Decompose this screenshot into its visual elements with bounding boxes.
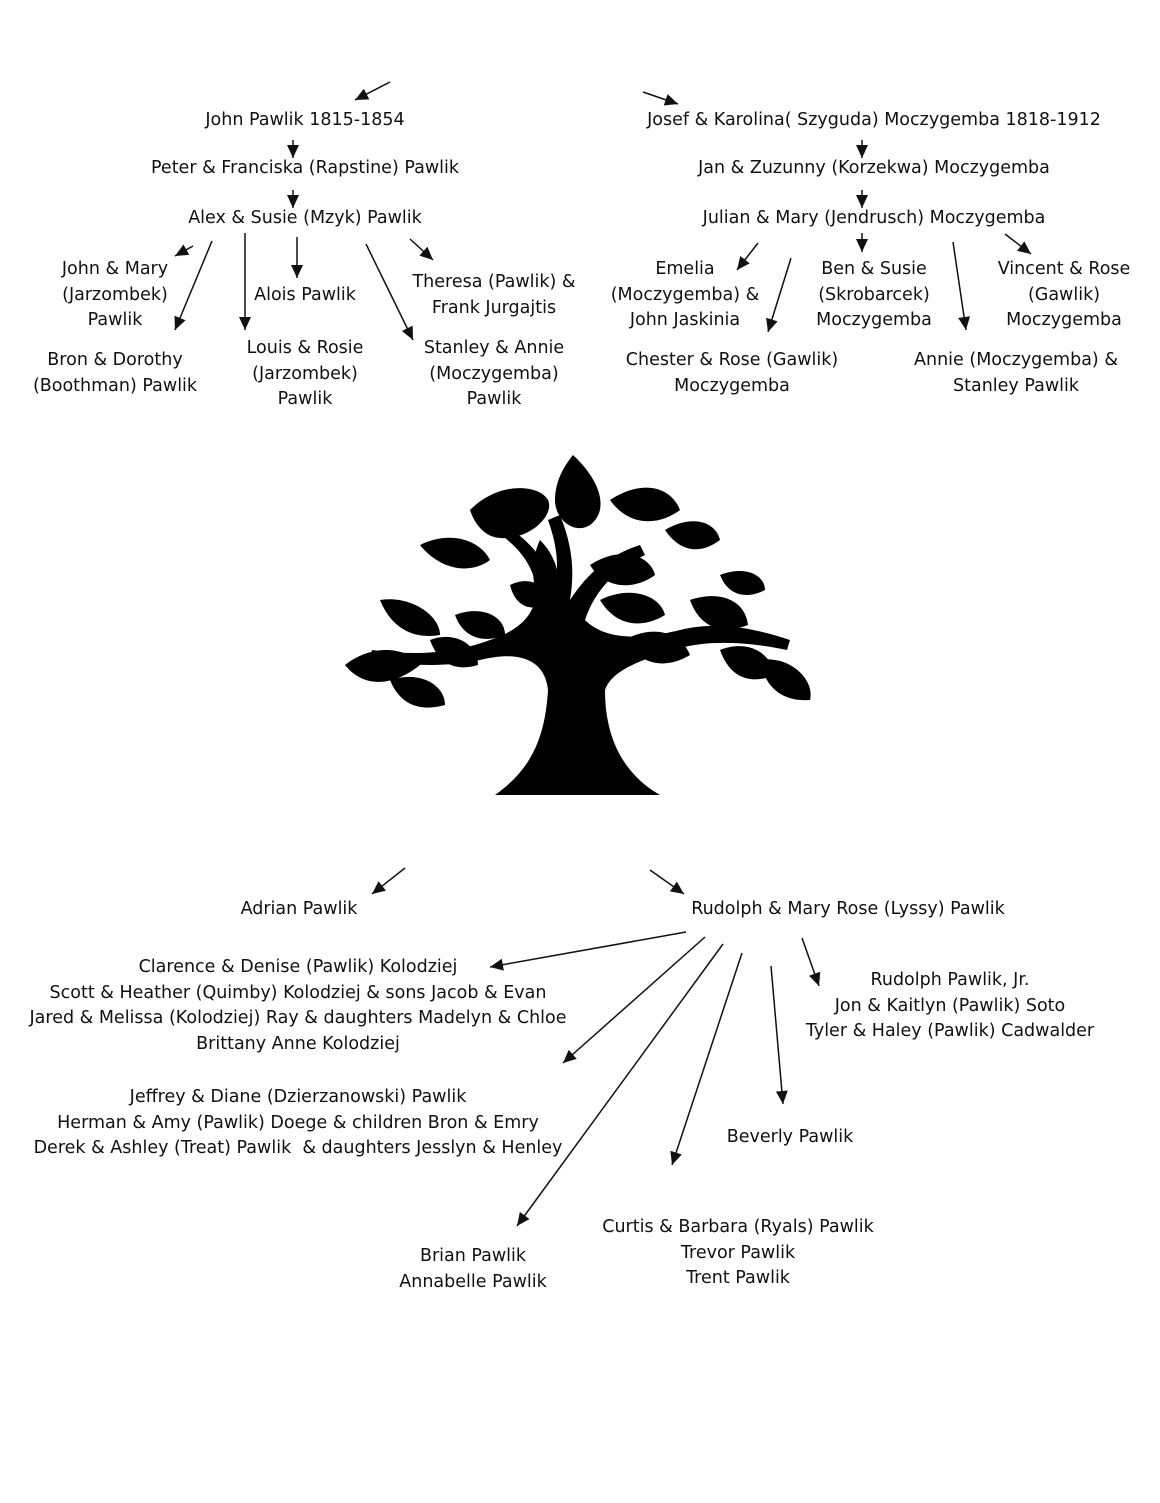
arrowhead: [355, 88, 370, 100]
arrowhead: [670, 1150, 682, 1165]
pawlik-gen1-label: John Pawlik 1815-1854: [205, 110, 405, 130]
arrow: [174, 244, 194, 257]
rudolph-jr-group-label: Rudolph Pawlik, Jr. Jon & Kaitlyn (Pawli…: [805, 970, 1095, 1041]
arrow: [856, 233, 868, 252]
clarence-group-label: Clarence & Denise (Pawlik) Kolodziej Sco…: [29, 957, 567, 1054]
curtis-group-label: Curtis & Barbara (Ryals) Pawlik Trevor P…: [602, 1217, 874, 1288]
pawlik-gen3-label: Alex & Susie (Mzyk) Pawlik: [188, 208, 422, 228]
arrow: [952, 241, 971, 331]
arrowhead: [856, 195, 868, 208]
arrowhead: [737, 256, 750, 270]
moczygemba-child-ben-susie: Ben & Susie (Skrobarcek) Moczygemba: [816, 259, 932, 330]
moczygemba-child-vincent-rose: Vincent & Rose (Gawlik) Moczygemba: [997, 259, 1131, 330]
arrow: [856, 140, 868, 158]
arrow: [287, 140, 299, 158]
arrowhead: [174, 315, 186, 330]
arrowhead: [401, 325, 413, 340]
arrow: [670, 952, 743, 1166]
moczygemba-gen1-label: Josef & Karolina( Szyguda) Moczygemba 18…: [647, 110, 1101, 130]
moczygemba-child-emelia: Emelia (Moczygemba) & John Jaskinia: [610, 259, 760, 330]
arrow: [642, 91, 679, 106]
arrow: [856, 190, 868, 208]
arrowhead: [239, 317, 251, 330]
pawlik-child-john-mary: John & Mary (Jarzombek) Pawlik: [61, 259, 169, 330]
pawlik-gen2-label: Peter & Franciska (Rapstine) Pawlik: [151, 158, 459, 178]
brian-group-label: Brian Pawlik Annabelle Pawlik: [399, 1246, 547, 1292]
moczygemba-child-chester-rose: Chester & Rose (Gawlik) Moczygemba: [625, 350, 839, 396]
arrow: [516, 943, 724, 1227]
arrow: [287, 190, 299, 208]
arrowhead: [291, 265, 303, 278]
arrowhead: [809, 971, 821, 986]
adrian-label: Adrian Pawlik: [240, 899, 358, 919]
pawlik-child-theresa-frank: Theresa (Pawlik) & Frank Jurgajtis: [412, 272, 576, 318]
arrowhead: [287, 145, 299, 158]
arrowhead: [372, 881, 386, 894]
arrow: [562, 936, 706, 1064]
arrowhead: [175, 244, 190, 256]
arrow: [801, 937, 821, 987]
rudolph-label: Rudolph & Mary Rose (Lyssy) Pawlik: [691, 899, 1005, 919]
arrow: [239, 233, 251, 330]
arrow: [766, 257, 792, 333]
arrow: [489, 931, 687, 971]
moczygemba-gen2-label: Jan & Zuzunny (Korzekwa) Moczygemba: [698, 158, 1050, 178]
arrow: [1004, 233, 1032, 255]
jeffrey-group-label: Jeffrey & Diane (Dzierzanowski) Pawlik H…: [33, 1087, 563, 1158]
arrow: [736, 242, 759, 271]
arrowhead: [766, 317, 778, 332]
arrowhead: [517, 1211, 530, 1226]
arrowhead: [663, 94, 678, 106]
arrowhead: [419, 246, 433, 260]
pawlik-child-stanley-annie: Stanley & Annie (Moczygemba) Pawlik: [423, 338, 565, 409]
arrow: [409, 238, 434, 261]
arrow: [770, 965, 788, 1105]
arrowhead: [856, 239, 868, 252]
arrow: [371, 867, 406, 895]
beverly-label: Beverly Pawlik: [726, 1127, 854, 1147]
arrowhead: [669, 881, 684, 894]
pawlik-child-louis-rosie: Louis & Rosie (Jarzombek) Pawlik: [246, 338, 364, 409]
arrowhead: [856, 145, 868, 158]
moczygemba-child-annie-stanley: Annie (Moczygemba) & Stanley Pawlik: [914, 350, 1118, 396]
arrow: [174, 240, 213, 331]
arrowhead: [1017, 241, 1031, 254]
arrow: [291, 237, 303, 278]
arrow: [365, 243, 414, 341]
arrowhead: [958, 316, 971, 330]
arrow: [649, 869, 685, 895]
arrowhead: [775, 1090, 788, 1104]
moczygemba-gen3-label: Julian & Mary (Jendrusch) Moczygemba: [702, 208, 1046, 228]
arrowhead: [287, 195, 299, 208]
arrowhead: [490, 958, 504, 971]
arrow: [354, 81, 391, 101]
arrowhead: [563, 1049, 577, 1063]
pawlik-child-alois: Alois Pawlik: [254, 285, 356, 305]
pawlik-child-bron-dorothy: Bron & Dorothy (Boothman) Pawlik: [32, 350, 198, 396]
